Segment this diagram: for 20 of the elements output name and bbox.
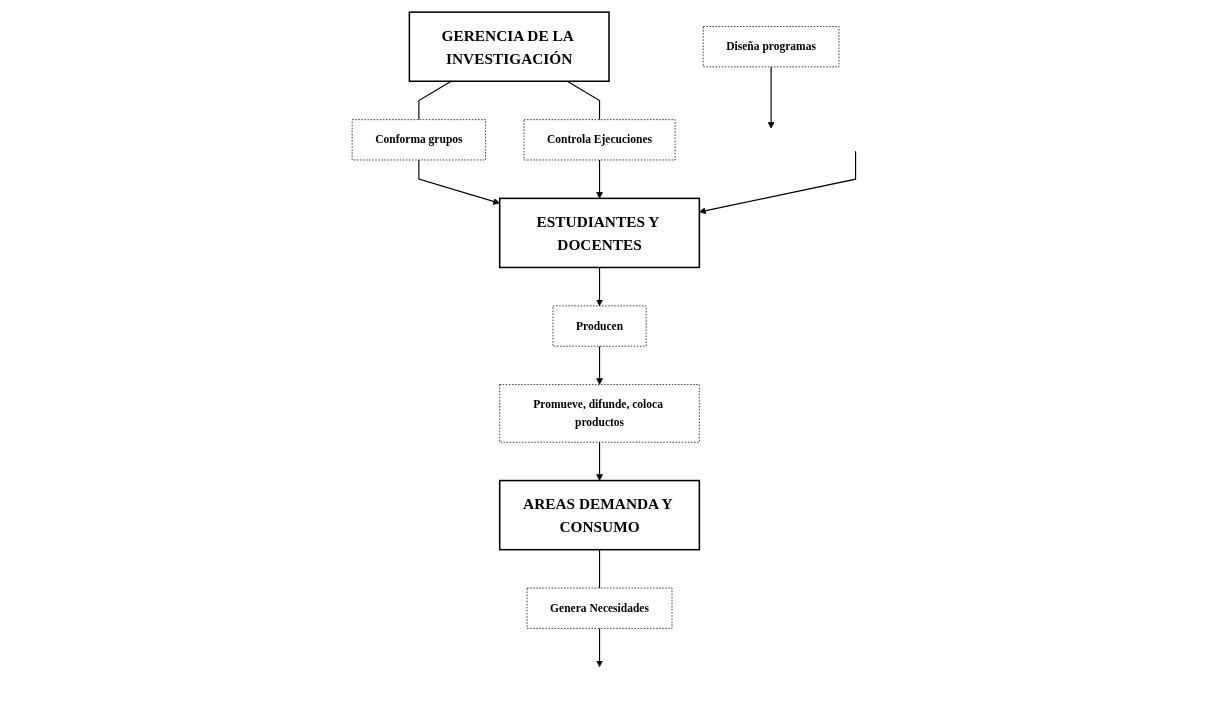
connector <box>417 80 452 121</box>
node-box: Genera Necesidades <box>526 587 672 629</box>
arrow <box>595 441 603 481</box>
node-box: GERENCIA DE LA INVESTIGACIÓN <box>408 11 610 83</box>
node-box: Promueve, difunde, coloca productos <box>498 384 700 443</box>
connector <box>566 80 600 121</box>
arrow <box>595 345 603 385</box>
arrow <box>417 159 500 205</box>
arrow <box>767 66 775 129</box>
connector <box>598 549 600 589</box>
node-box: AREAS DEMANDA Y CONSUMO <box>498 479 700 551</box>
arrow <box>595 627 603 668</box>
arrow <box>698 150 856 215</box>
arrow <box>595 266 603 307</box>
node-box: ESTUDIANTES Y DOCENTES <box>498 197 700 269</box>
arrow <box>595 159 603 199</box>
node-box: Producen <box>552 305 647 347</box>
node-box: Controla Ejecuciones <box>523 119 676 161</box>
node-box: Conforma grupos <box>351 119 486 161</box>
node-box: Diseña programas <box>702 26 839 68</box>
